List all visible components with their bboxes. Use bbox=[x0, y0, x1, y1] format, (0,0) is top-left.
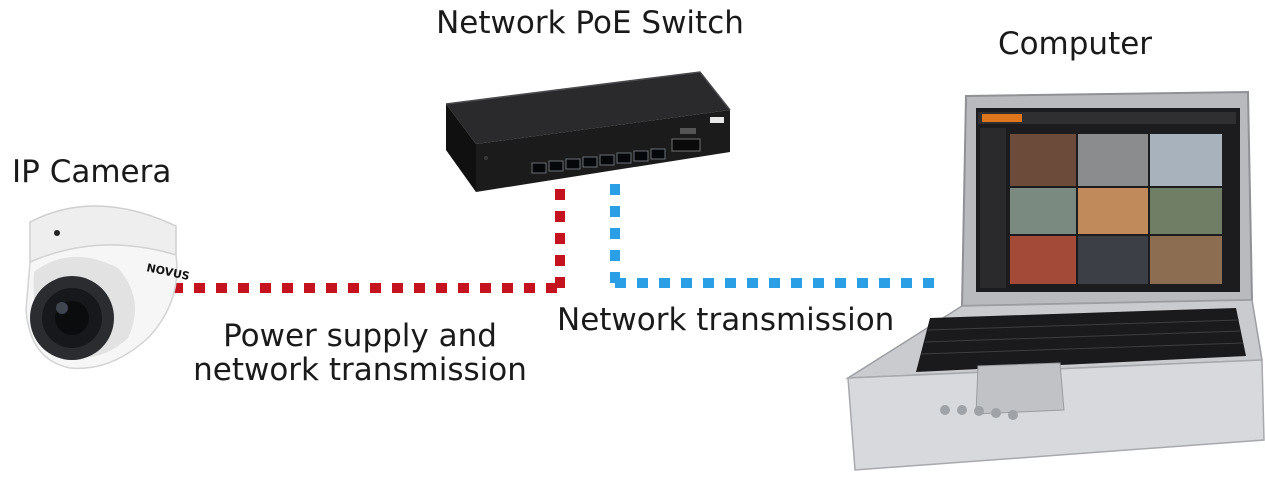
poe-link-label-line1: Power supply and bbox=[223, 318, 497, 354]
switch-label: Network PoE Switch bbox=[436, 5, 744, 41]
poe-link-label-line2: network transmission bbox=[193, 352, 527, 388]
poe-switch-icon bbox=[445, 71, 731, 192]
dome-camera-icon: NOVUS bbox=[25, 205, 191, 370]
laptop-icon bbox=[845, 90, 1265, 471]
poe-link bbox=[172, 186, 565, 293]
computer-label: Computer bbox=[997, 26, 1153, 62]
camera-label: IP Camera bbox=[12, 154, 172, 190]
network-link bbox=[610, 184, 935, 288]
network-link-label: Network transmission bbox=[557, 302, 895, 338]
